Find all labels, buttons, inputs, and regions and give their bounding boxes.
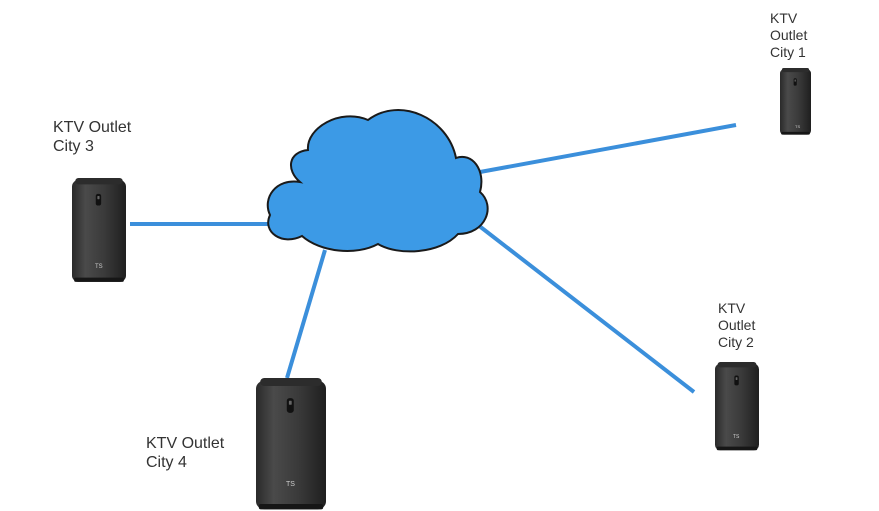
- device-badge-city4: TS: [286, 481, 295, 488]
- device-badge-city2: TS: [733, 434, 740, 440]
- node-label-city2: KTV Outlet City 2: [718, 300, 756, 350]
- device-badge-city1: TS: [795, 124, 800, 129]
- link-city2: [476, 223, 696, 394]
- node-label-city4: KTV Outlet City 4: [146, 435, 225, 472]
- node-label-city1: KTV Outlet City 1: [770, 10, 808, 60]
- nas-tower-icon-city4: [256, 378, 326, 510]
- cloud-icon: [266, 109, 489, 253]
- link-city1: [479, 123, 737, 174]
- link-city4: [285, 249, 327, 379]
- node-label-city3: KTV Outlet City 3: [53, 119, 132, 156]
- device-badge-city3: TS: [95, 264, 103, 270]
